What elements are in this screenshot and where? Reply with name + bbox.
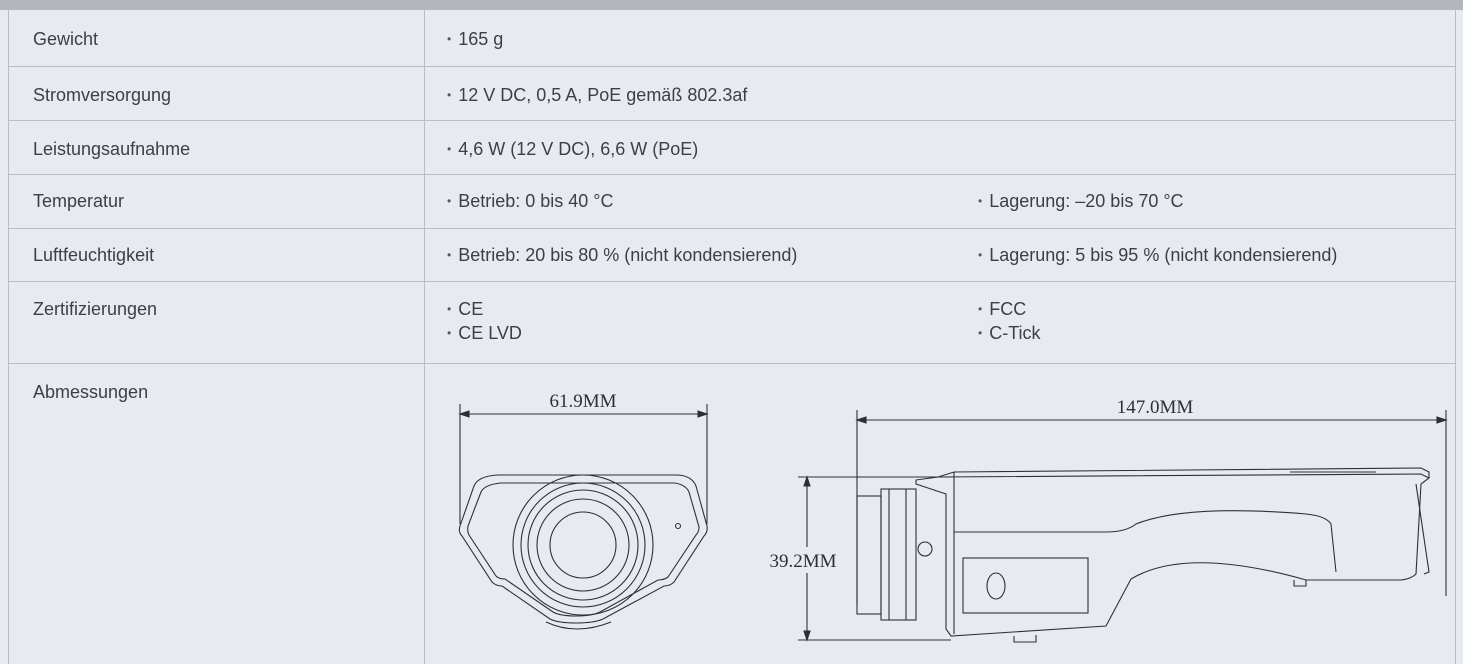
spec-value: FCC: [978, 299, 1041, 323]
camera-front-view: [458, 474, 708, 630]
spec-label: Stromversorgung: [9, 67, 425, 120]
spec-label: Abmessungen: [9, 364, 425, 664]
spec-value-col1: 4,6 W (12 V DC), 6,6 W (PoE): [447, 139, 698, 163]
spec-value: Betrieb: 0 bis 40 °C: [447, 191, 613, 215]
spec-value-col1: CE CE LVD: [447, 299, 522, 347]
side-height-label: 39.2MM: [769, 551, 836, 572]
spec-value: Betrieb: 20 bis 80 % (nicht kondensieren…: [447, 245, 797, 269]
spec-row-power-consumption: Leistungsaufnahme 4,6 W (12 V DC), 6,6 W…: [9, 121, 1455, 175]
spec-value-col2: FCC C-Tick: [978, 299, 1041, 347]
camera-side-view: [856, 467, 1431, 643]
spec-value-col2: Lagerung: 5 bis 95 % (nicht kondensieren…: [978, 245, 1337, 269]
spec-row-dimensions: Abmessungen 61.9MM: [9, 364, 1455, 664]
spec-value: Lagerung: 5 bis 95 % (nicht kondensieren…: [978, 245, 1337, 269]
spec-row-humidity: Luftfeuchtigkeit Betrieb: 20 bis 80 % (n…: [9, 229, 1455, 282]
spec-value: 4,6 W (12 V DC), 6,6 W (PoE): [447, 139, 698, 163]
spec-value: 12 V DC, 0,5 A, PoE gemäß 802.3af: [447, 85, 747, 109]
spec-value-col1: 165 g: [447, 29, 503, 53]
spec-label: Temperatur: [9, 175, 425, 228]
front-width-dimension: [458, 404, 709, 524]
spec-row-certifications: Zertifizierungen CE CE LVD FCC C-Tick: [9, 282, 1455, 364]
spec-value-col1: Betrieb: 20 bis 80 % (nicht kondensieren…: [447, 245, 797, 269]
side-length-label: 147.0MM: [1117, 397, 1194, 418]
spec-value: CE: [447, 299, 522, 323]
spec-label: Zertifizierungen: [9, 282, 425, 363]
spec-value: CE LVD: [447, 323, 522, 347]
spec-label: Gewicht: [9, 10, 425, 66]
front-width-label: 61.9MM: [549, 391, 616, 412]
spec-value: 165 g: [447, 29, 503, 53]
spec-value-col1: Betrieb: 0 bis 40 °C: [447, 191, 613, 215]
spec-value: Lagerung: –20 bis 70 °C: [978, 191, 1183, 215]
spec-label: Leistungsaufnahme: [9, 121, 425, 174]
spec-value: C-Tick: [978, 323, 1040, 347]
spec-row-power-supply: Stromversorgung 12 V DC, 0,5 A, PoE gemä…: [9, 67, 1455, 121]
spec-table: Gewicht 165 g Stromversorgung 12 V DC, 0…: [8, 10, 1456, 664]
spec-value-col2: Lagerung: –20 bis 70 °C: [978, 191, 1183, 215]
spec-label: Luftfeuchtigkeit: [9, 229, 425, 281]
spec-row-weight: Gewicht 165 g: [9, 10, 1455, 67]
spec-row-temperature: Temperatur Betrieb: 0 bis 40 °C Lagerung…: [9, 175, 1455, 229]
side-length-dimension: [855, 410, 1448, 604]
dimension-drawing: 61.9MM: [458, 391, 1448, 643]
spec-value-col1: 12 V DC, 0,5 A, PoE gemäß 802.3af: [447, 85, 747, 109]
header-bar: [0, 0, 1463, 10]
